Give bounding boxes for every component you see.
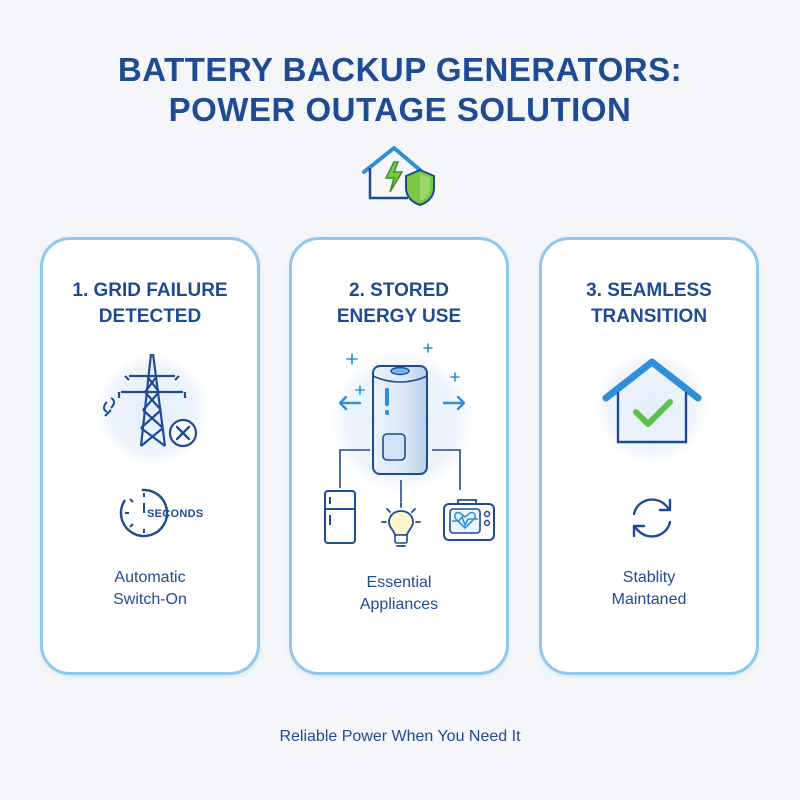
card-title-line-1: 2. STORED: [349, 280, 449, 301]
card-caption-line-2: Switch-On: [113, 591, 187, 608]
timer-label: SECONDS: [147, 508, 204, 520]
card-title-line-2: DETECTED: [98, 306, 202, 327]
card-title: 1. GRID FAILURE DETECTED: [43, 278, 257, 330]
card-caption-line-1: Stablity: [622, 569, 676, 586]
footer-tagline: Reliable Power When You Need It: [279, 728, 521, 745]
medical-monitor-icon: [443, 499, 495, 541]
step-card-stored-energy: 2. STORED ENERGY USE: [289, 237, 509, 675]
title-line-1: BATTERY BACKUP GENERATORS:: [117, 51, 683, 88]
refresh-cycle-icon: [632, 498, 672, 538]
arrow-right-icon: [442, 395, 466, 411]
step-card-seamless-transition: 3. SEAMLESS TRANSITION Stablity Maintane…: [539, 237, 759, 675]
arrow-left-icon: [338, 395, 362, 411]
page-title: BATTERY BACKUP GENERATORS: POWER OUTAGE …: [0, 50, 800, 130]
card-caption-line-1: Automatic: [114, 569, 186, 586]
card-title: 2. STORED ENERGY USE: [292, 278, 506, 330]
refrigerator-icon: [324, 490, 356, 544]
card-title-line-2: ENERGY USE: [336, 306, 462, 327]
power-tower-failure-icon: [103, 353, 198, 448]
connection-lines: [339, 449, 461, 502]
icon-glow: [597, 352, 707, 462]
card-title-line-1: 3. SEAMLESS: [586, 280, 712, 301]
card-caption: Automatic Switch-On: [43, 567, 257, 611]
card-caption: Essential Appliances: [292, 572, 506, 616]
card-caption-line-1: Essential: [366, 574, 432, 591]
lightbulb-icon: [381, 502, 421, 547]
card-caption-line-2: Appliances: [359, 596, 439, 613]
card-title-line-1: 1. GRID FAILURE: [72, 280, 228, 301]
battery-unit-icon: [372, 365, 428, 475]
house-checkmark-icon: [602, 358, 702, 444]
card-title: 3. SEAMLESS TRANSITION: [542, 278, 756, 330]
card-caption: Stablity Maintaned: [542, 567, 756, 611]
house-lightning-shield-icon: [362, 146, 435, 207]
card-title-line-2: TRANSITION: [590, 306, 708, 327]
timer-icon: [119, 488, 169, 538]
sparkle-icons: [346, 343, 460, 395]
title-line-2: POWER OUTAGE SOLUTION: [168, 91, 632, 128]
icon-glow: [98, 355, 208, 465]
card-caption-line-2: Maintaned: [611, 591, 687, 608]
step-card-grid-failure: 1. GRID FAILURE DETECTED SECONDS Automat: [40, 237, 260, 675]
